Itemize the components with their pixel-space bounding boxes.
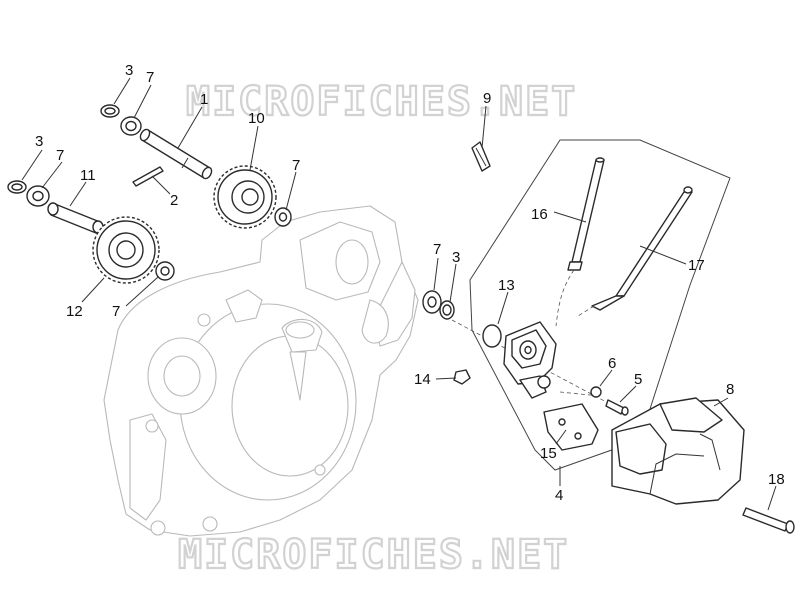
assembly-line-c (451, 319, 613, 406)
cover-8 (611, 397, 745, 505)
gear-12 (92, 216, 160, 284)
callout-17: 17 (688, 257, 705, 274)
bolt-18 (742, 507, 795, 534)
washer-7-mid (274, 207, 292, 227)
callout-12: 12 (66, 303, 83, 320)
callout-9: 9 (483, 90, 491, 107)
circlip-3-top (100, 104, 120, 118)
callout-15: 15 (540, 445, 557, 462)
bolt-5 (605, 399, 629, 416)
callout-7: 7 (433, 241, 441, 258)
watermark-top: MICROFICHES.NET (186, 79, 577, 125)
oil-pump-body (503, 321, 557, 399)
callout-4: 4 (555, 487, 563, 504)
callout-6: 6 (608, 355, 616, 372)
callout-16: 16 (531, 206, 548, 223)
circlip-3-right (439, 300, 455, 320)
circlip-3-left (7, 180, 27, 194)
plate-15 (543, 403, 599, 451)
assembly-4-outline (469, 139, 731, 471)
washer-7-right (422, 290, 442, 314)
clip-9 (471, 141, 491, 172)
assembly-line-a (555, 269, 575, 327)
callout-8: 8 (726, 381, 734, 398)
callout-13: 13 (498, 277, 515, 294)
callout-1: 1 (200, 91, 208, 108)
callout-7: 7 (112, 303, 120, 320)
callout-3: 3 (35, 133, 43, 150)
callout-2: 2 (170, 192, 178, 209)
watermark-bottom: MICROFICHES.NET (178, 532, 569, 578)
washer-7-lower (155, 261, 175, 281)
callout-5: 5 (634, 371, 642, 388)
callout-7: 7 (146, 69, 154, 86)
o-ring-13 (482, 324, 502, 348)
rod-17 (591, 186, 693, 311)
crankcase-cover (103, 205, 419, 537)
callout-3: 3 (452, 249, 460, 266)
pin-2 (132, 166, 164, 187)
callout-7: 7 (292, 157, 300, 174)
callout-numbers: 3 7 1 10 3 7 11 2 7 12 7 9 16 17 7 3 13 … (35, 62, 785, 504)
callout-14: 14 (414, 371, 431, 388)
callout-18: 18 (768, 471, 785, 488)
gear-10 (213, 165, 277, 229)
callout-7: 7 (56, 147, 64, 164)
callout-3: 3 (125, 62, 133, 79)
shaft-1 (139, 128, 213, 180)
washer-7-top (120, 116, 142, 136)
rod-16 (567, 157, 605, 271)
leader-lines (21, 77, 777, 511)
assembly-line-b (577, 305, 595, 317)
nut-14 (453, 369, 471, 385)
washer-7-left (26, 185, 50, 207)
shaft-11 (47, 202, 104, 234)
callout-11: 11 (80, 167, 96, 184)
callout-10: 10 (248, 110, 265, 127)
washer-6 (590, 386, 602, 398)
